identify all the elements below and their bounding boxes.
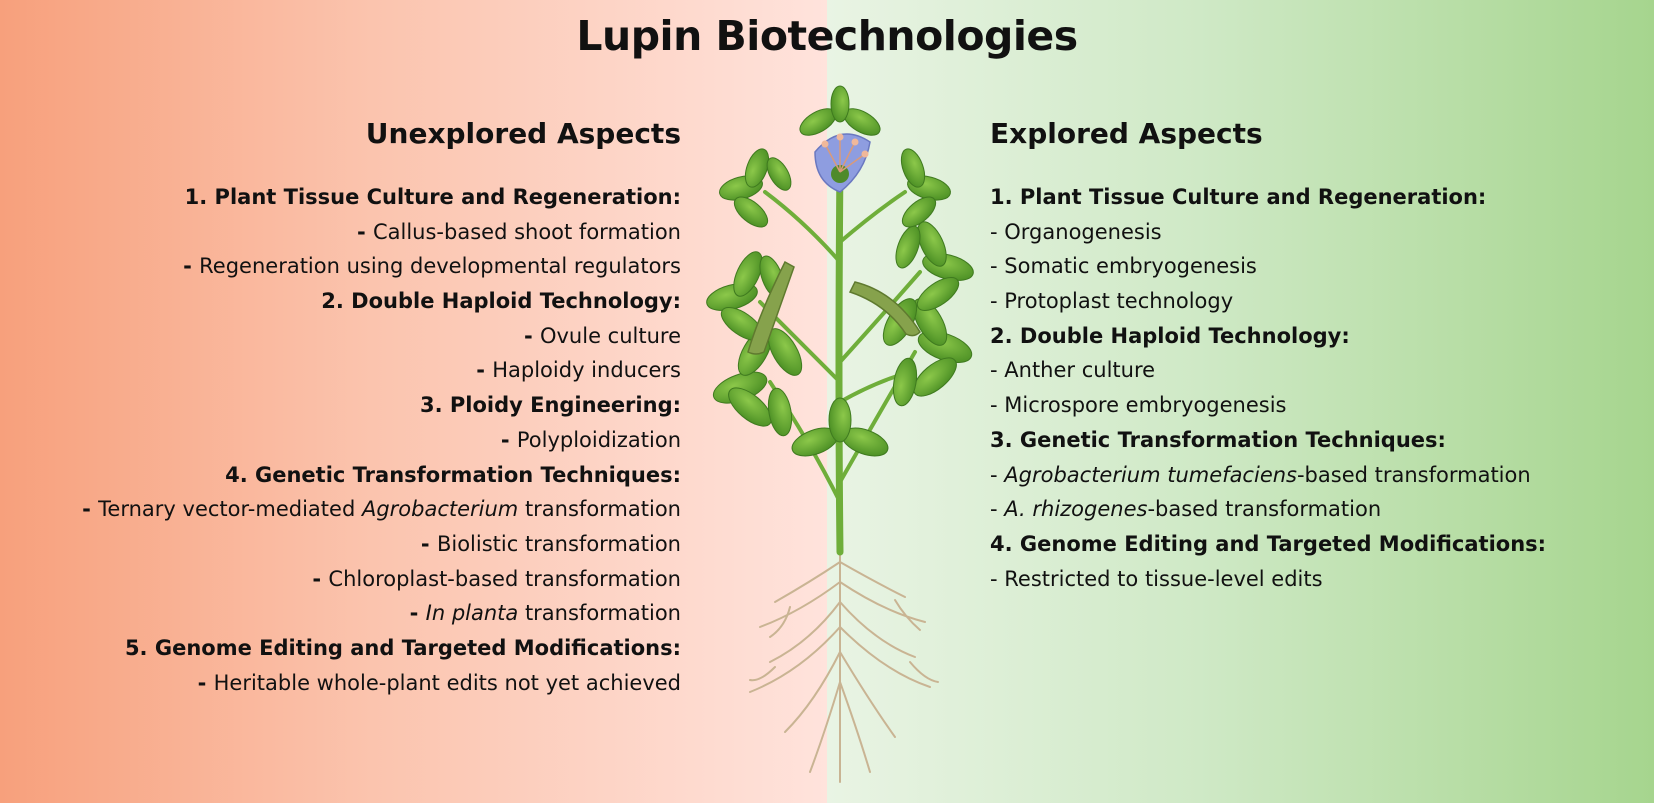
text-segment: Haploidy inducers (492, 358, 681, 383)
explored-item: - Agrobacterium tumefaciens-based transf… (990, 458, 1630, 493)
text-segment: 3. Genetic Transformation Techniques: (990, 427, 1446, 452)
unexplored-item: - Regeneration using developmental regul… (0, 249, 681, 284)
explored-category: 4. Genome Editing and Targeted Modificat… (990, 527, 1630, 562)
explored-item: - Microspore embryogenesis (990, 388, 1630, 423)
text-segment: Heritable whole-plant edits not yet achi… (213, 670, 681, 695)
text-segment: Anther culture (1004, 358, 1156, 383)
text-segment: - (990, 393, 1005, 418)
page-title: Lupin Biotechnologies (576, 12, 1078, 60)
unexplored-item: - In planta transformation (0, 596, 681, 631)
explored-item: - Restricted to tissue-level edits (990, 562, 1630, 597)
text-segment: Polyploidization (516, 427, 681, 452)
text-segment: - (990, 462, 1005, 487)
text-segment: 4. Genetic Transformation Techniques: (225, 462, 681, 487)
explored-item: - A. rhizogenes-based transformation (990, 492, 1630, 527)
explored-item: - Anther culture (990, 353, 1630, 388)
text-segment: - (420, 531, 437, 556)
text-segment: Protoplast technology (1004, 289, 1234, 314)
italic-term: Agrobacterium (361, 497, 519, 522)
text-segment: - (500, 427, 517, 452)
text-segment: Ovule culture (539, 323, 681, 348)
text-segment: - (82, 497, 99, 522)
text-segment: 1. Plant Tissue Culture and Regeneration… (990, 185, 1487, 209)
text-segment: - (476, 358, 493, 383)
explored-list: 1. Plant Tissue Culture and Regeneration… (990, 180, 1630, 596)
italic-term: In planta (425, 601, 519, 626)
text-segment: 1. Plant Tissue Culture and Regeneration… (184, 185, 681, 209)
text-segment: - (409, 601, 426, 626)
text-segment: - (312, 566, 329, 591)
unexplored-item: - Ternary vector-mediated Agrobacterium … (0, 492, 681, 527)
right-background (827, 0, 1654, 803)
explored-item: - Somatic embryogenesis (990, 249, 1630, 284)
explored-category: 2. Double Haploid Technology: (990, 319, 1630, 354)
text-segment: 4. Genome Editing and Targeted Modificat… (990, 531, 1547, 556)
unexplored-column: Unexplored Aspects 1. Plant Tissue Cultu… (0, 112, 681, 700)
unexplored-item: - Ovule culture (0, 319, 681, 354)
text-segment: Regeneration using developmental regulat… (199, 254, 681, 279)
text-segment: Somatic embryogenesis (1004, 254, 1257, 279)
unexplored-item: - Chloroplast-based transformation (0, 562, 681, 597)
text-segment: 2. Double Haploid Technology: (990, 323, 1350, 348)
text-segment: Microspore embryogenesis (1004, 393, 1287, 418)
text-segment: - (990, 219, 1005, 244)
text-segment: - (356, 219, 373, 244)
unexplored-item: - Polyploidization (0, 423, 681, 458)
text-segment: 5. Genome Editing and Targeted Modificat… (124, 635, 681, 660)
text-segment: - (990, 289, 1005, 314)
text-segment: transformation (518, 601, 681, 626)
unexplored-category: 3. Ploidy Engineering: (0, 388, 681, 423)
text-segment: -based transformation (1296, 462, 1531, 487)
text-segment: transformation (518, 497, 681, 522)
main-stem (835, 158, 844, 556)
italic-term: Agrobacterium tumefaciens (1004, 462, 1297, 487)
text-segment: -based transformation (1147, 497, 1382, 522)
leaves (706, 85, 974, 457)
text-segment: - (523, 323, 540, 348)
text-segment: - (990, 358, 1005, 383)
unexplored-item: - Haploidy inducers (0, 353, 681, 388)
unexplored-item: - Biolistic transformation (0, 527, 681, 562)
unexplored-item: - Callus-based shoot formation (0, 215, 681, 250)
seed-pods (747, 260, 921, 355)
text-segment: Restricted to tissue-level edits (1004, 566, 1323, 591)
unexplored-category: 5. Genome Editing and Targeted Modificat… (0, 631, 681, 666)
text-segment: Ternary vector-mediated (98, 497, 362, 522)
text-segment: Organogenesis (1004, 219, 1162, 244)
text-segment: Chloroplast-based transformation (328, 566, 681, 591)
unexplored-category: 2. Double Haploid Technology: (0, 284, 681, 319)
explored-heading: Explored Aspects (990, 117, 1263, 150)
text-segment: - (197, 670, 214, 695)
left-background (0, 0, 827, 803)
lupin-plant-icon (706, 85, 974, 783)
flower (814, 133, 871, 193)
explored-column: Explored Aspects 1. Plant Tissue Culture… (990, 112, 1630, 596)
italic-term: A. rhizogenes (1004, 497, 1148, 522)
text-segment: - (990, 254, 1005, 279)
explored-category: 1. Plant Tissue Culture and Regeneration… (990, 180, 1630, 215)
explored-item: - Protoplast technology (990, 284, 1630, 319)
text-segment: - (183, 254, 200, 279)
unexplored-item: - Heritable whole-plant edits not yet ac… (0, 666, 681, 701)
text-segment: Biolistic transformation (436, 531, 681, 556)
unexplored-heading: Unexplored Aspects (365, 117, 681, 150)
text-segment: 3. Ploidy Engineering: (419, 393, 681, 418)
root-system (749, 551, 939, 783)
explored-category: 3. Genetic Transformation Techniques: (990, 423, 1630, 458)
text-segment: - (990, 497, 1005, 522)
unexplored-category: 1. Plant Tissue Culture and Regeneration… (0, 180, 681, 215)
text-segment: Callus-based shoot formation (372, 219, 681, 244)
explored-item: - Organogenesis (990, 215, 1630, 250)
text-segment: 2. Double Haploid Technology: (321, 289, 681, 314)
unexplored-category: 4. Genetic Transformation Techniques: (0, 458, 681, 493)
unexplored-list: 1. Plant Tissue Culture and Regeneration… (0, 180, 681, 700)
text-segment: - (990, 566, 1005, 591)
